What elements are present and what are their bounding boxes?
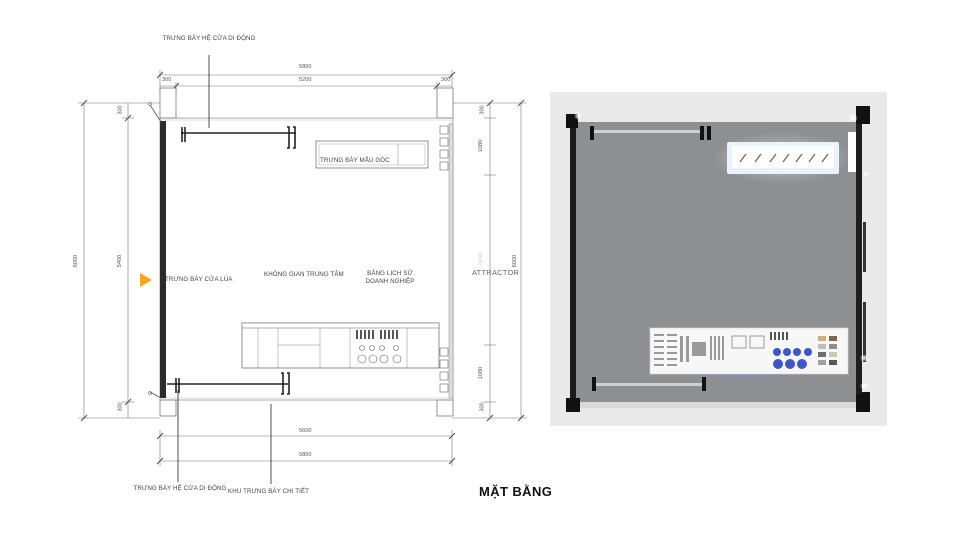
dim-right-outer: 6000 — [512, 254, 519, 268]
label-history-board: BẢNG LỊCH SỬ DOANH NGHIỆP — [365, 270, 415, 285]
label-swing-door: TRƯNG BÀY CỬA LÙA — [165, 276, 233, 283]
dim-left-bottom: 300 — [117, 402, 124, 412]
dim-left-top: 300 — [117, 105, 124, 115]
label-detail-area: KHU TRƯNG BÀY CHI TIẾT — [228, 488, 310, 495]
label-central-space: KHÔNG GIAN TRUNG TÂM — [264, 271, 344, 278]
dim-left-inner: 5400 — [117, 254, 124, 268]
dim-top-left: 300 — [162, 77, 172, 83]
dim-top-mid: 5200 — [299, 77, 312, 83]
dim-bottom-overall: 5800 — [299, 452, 312, 458]
label-attractor: ATTRACTOR — [472, 268, 520, 277]
dim-right-top: 300 — [479, 105, 486, 115]
dim-right-lower: 1080 — [478, 366, 485, 380]
dim-top-overall: 5800 — [299, 64, 312, 70]
label-corner-sample: TRƯNG BÀY MẪU GÓC — [320, 157, 390, 164]
dim-bottom-inner: 5600 — [299, 428, 312, 434]
render-illustration — [566, 106, 870, 412]
dim-left-outer: 6000 — [73, 254, 80, 268]
dim-right-upper: 1080 — [478, 139, 485, 153]
dim-top-right: 300 — [441, 77, 451, 83]
label-top-mobile-door: TRƯNG BÀY HỆ CỬA DI ĐỘNG — [162, 35, 256, 42]
dim-right-bottom: 300 — [479, 402, 486, 412]
dim-right-mid: 3240 — [478, 252, 485, 266]
label-bottom-mobile-door: TRƯNG BÀY HỆ CỬA DI ĐỘNG — [133, 485, 227, 492]
plan-caption: MẶT BẰNG — [479, 484, 553, 499]
rendered-top-view — [550, 92, 887, 426]
